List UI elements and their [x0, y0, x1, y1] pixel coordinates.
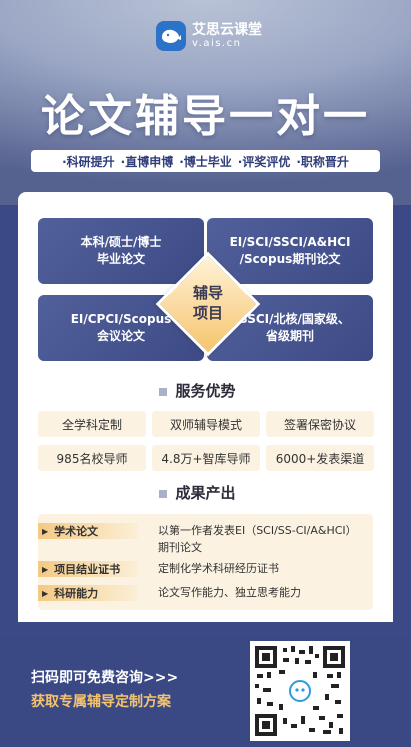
- result-tag: ▶科研能力: [38, 585, 138, 601]
- play-arrow-icon: ▶: [42, 564, 49, 574]
- advantage-item: 全学科定制: [38, 411, 146, 437]
- service-box-thesis[interactable]: 本科/硕士/博士 毕业论文: [38, 218, 204, 284]
- result-desc: 定制化学术科研经历证书: [158, 562, 279, 575]
- brand-name: 艾思云课堂: [192, 22, 262, 38]
- tagline-item: ·职称晋升: [296, 154, 349, 169]
- advantage-item: 4.8万+智库导师: [152, 445, 260, 471]
- tagline-item: ·直博申博: [120, 154, 174, 169]
- cta-consult: 扫码即可免费咨询>>>: [31, 670, 179, 686]
- advantage-item: 985名校导师: [38, 445, 146, 471]
- play-arrow-icon: ▶: [42, 526, 49, 536]
- advantage-item: 6000+发表渠道: [266, 445, 374, 471]
- result-row: ▶学术论文 以第一作者发表EI（SCI/SS-CI/A&HCI）期刊论文: [38, 522, 363, 556]
- brand-domain: v.ais.cn: [192, 38, 242, 49]
- results-panel: ▶学术论文 以第一作者发表EI（SCI/SS-CI/A&HCI）期刊论文 ▶项目…: [38, 514, 373, 610]
- brand-logo[interactable]: 艾思云课堂 v.ais.cn: [156, 21, 262, 51]
- header-banner: 艾思云课堂 v.ais.cn 论文辅导一对一 ·科研提升 ·直博申博 ·博士毕业…: [0, 0, 411, 205]
- advantage-item: 签署保密协议: [266, 411, 374, 437]
- hero-title: 论文辅导一对一: [41, 91, 370, 142]
- tagline-item: ·科研提升: [62, 154, 115, 169]
- advantage-item: 双师辅导模式: [152, 411, 260, 437]
- result-desc: 论文写作能力、独立思考能力: [158, 586, 301, 599]
- result-tag: ▶学术论文: [38, 523, 138, 539]
- result-desc: 以第一作者发表EI（SCI/SS-CI/A&HCI）期刊论文: [158, 524, 357, 554]
- tagline-bar: ·科研提升 ·直博申博 ·博士毕业 ·评奖评优 ·职称晋升: [31, 150, 380, 172]
- result-tag: ▶项目结业证书: [38, 561, 138, 577]
- results-title: 成果产出: [18, 482, 393, 503]
- content-card: 本科/硕士/博士 毕业论文 EI/SCI/SSCI/A&HCI /Scopus期…: [18, 192, 393, 622]
- tagline-item: ·博士毕业: [179, 154, 232, 169]
- tagline-item: ·评奖评优: [237, 154, 291, 169]
- whale-logo-icon: [156, 21, 186, 51]
- advantages-title: 服务优势: [18, 380, 393, 401]
- qr-code[interactable]: [250, 641, 350, 741]
- center-label: 辅导 项目: [192, 284, 223, 322]
- result-row: ▶项目结业证书 定制化学术科研经历证书: [38, 560, 363, 577]
- square-bullet-icon: [159, 387, 168, 396]
- result-row: ▶科研能力 论文写作能力、独立思考能力: [38, 584, 363, 601]
- service-box-journal[interactable]: EI/SCI/SSCI/A&HCI /Scopus期刊论文: [207, 218, 373, 284]
- footer-cta: 扫码即可免费咨询>>> 获取专属辅导定制方案: [0, 637, 411, 747]
- play-arrow-icon: ▶: [42, 588, 49, 598]
- cta-plan: 获取专属辅导定制方案: [31, 694, 171, 710]
- square-bullet-icon: [159, 489, 168, 498]
